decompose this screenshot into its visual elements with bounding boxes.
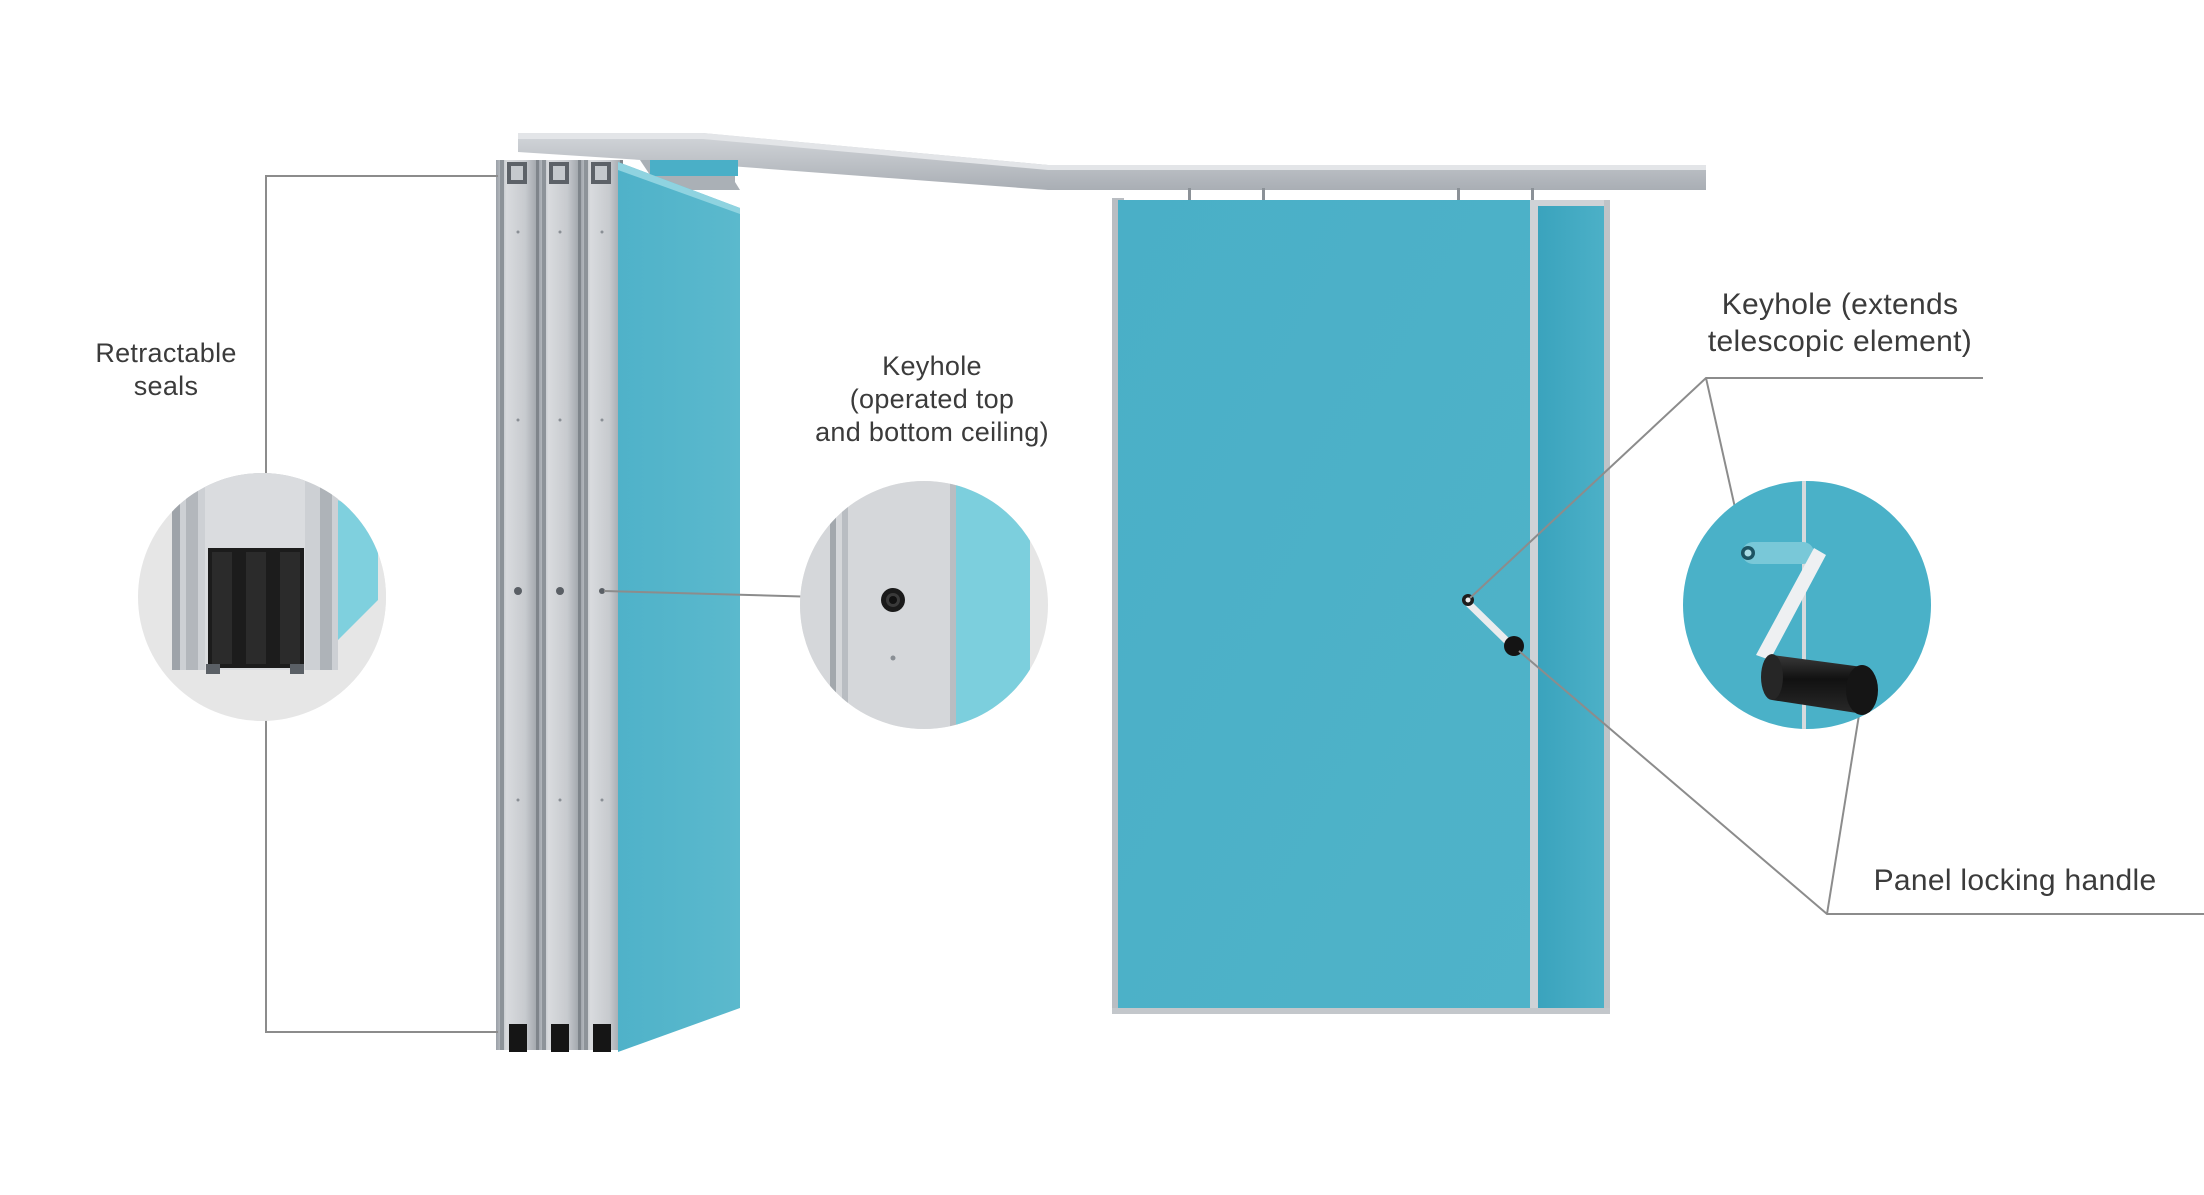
retractable-seals-line2: seals xyxy=(133,371,199,401)
retractable-seals-line1: Retractable xyxy=(95,338,237,368)
extended-panel xyxy=(1112,198,1610,1014)
keyhole-telescopic-line1: Keyhole (extends xyxy=(1721,288,1959,321)
bottom-seals xyxy=(509,1024,611,1052)
keyhole-ceiling-line1: Keyhole xyxy=(882,351,982,381)
top-hangers xyxy=(507,162,611,184)
keyhole-handle-detail-zoom xyxy=(1683,481,1931,729)
stacked-panels xyxy=(496,160,740,1052)
ceiling-track xyxy=(518,133,1706,200)
seal-detail-zoom xyxy=(138,473,386,721)
keyhole-ceiling-line2: (operated top xyxy=(849,384,1015,414)
keyhole-telescopic-label: Keyhole (extends telescopic element) xyxy=(1690,286,1990,360)
keyhole-detail-zoom xyxy=(800,481,1048,729)
keyhole-telescopic-line2: telescopic element) xyxy=(1707,325,1973,358)
locking-handle-line1: Panel locking handle xyxy=(1873,864,2157,897)
locking-handle-label: Panel locking handle xyxy=(1860,862,2170,899)
retractable-seals-label: Retractable seals xyxy=(66,337,266,403)
keyhole-ceiling-label: Keyhole (operated top and bottom ceiling… xyxy=(782,350,1082,449)
keyhole-ceiling-line3: and bottom ceiling) xyxy=(815,417,1049,447)
